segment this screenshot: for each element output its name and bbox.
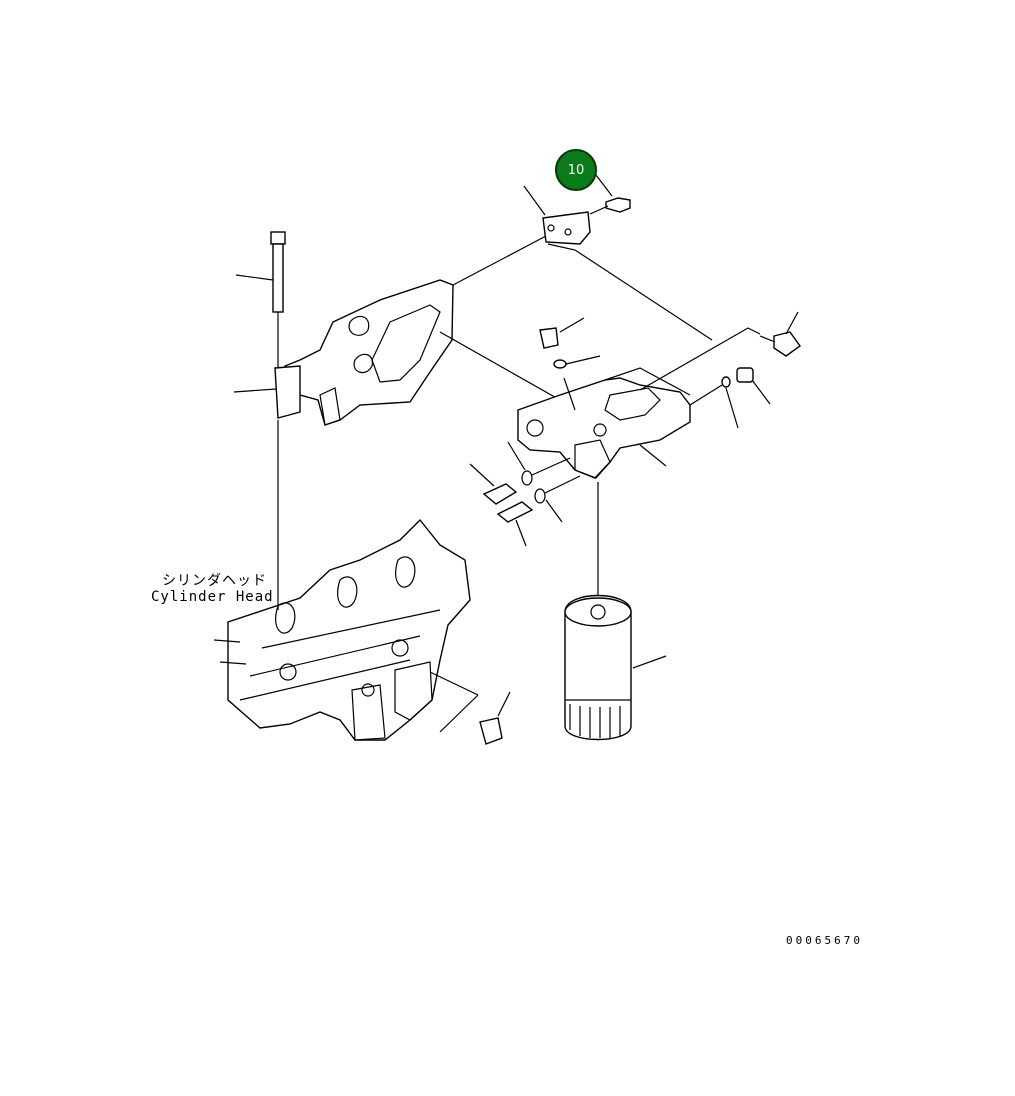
mounting-bracket [233,279,454,426]
o-rings [507,441,581,523]
banjo-bolt [639,311,801,391]
nipples [469,463,534,547]
oil-filter [564,482,667,741]
callout-number: 10 [567,162,585,178]
cylinder-head-label-jp: シリンダヘッド [162,573,267,589]
drawing-number: 00065670 [786,934,863,947]
plug-right [689,367,771,429]
long-bolt [235,231,286,368]
plug-lower [429,671,511,745]
cylinder-head-label-en: Cylinder Head [151,589,274,605]
plate [523,185,713,341]
plug-top [539,317,601,369]
callout-badge[interactable]: 10 [555,149,597,191]
cylinder-head [213,420,471,741]
small-bolt [589,174,631,215]
filter-housing [517,367,691,479]
